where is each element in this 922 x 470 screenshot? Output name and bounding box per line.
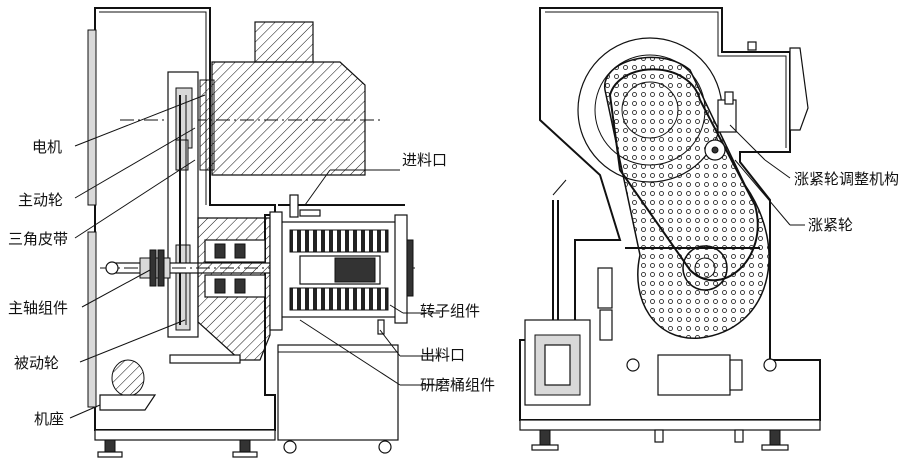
tensioner <box>704 91 737 161</box>
label-rotor-assembly: 转子组件 <box>420 302 480 320</box>
label-driven-pulley: 被动轮 <box>14 354 59 372</box>
right-front-view <box>519 7 821 451</box>
belt-guard <box>604 56 770 339</box>
grinding-drum <box>269 194 414 335</box>
label-spindle-assembly: 主轴组件 <box>8 299 68 317</box>
label-base: 机座 <box>34 410 64 428</box>
side-door-upper <box>87 29 97 206</box>
label-v-belt: 三角皮带 <box>8 230 68 248</box>
driven-pulley-right <box>682 245 728 291</box>
label-inlet: 进料口 <box>402 151 447 169</box>
label-tensioner: 涨紧轮 <box>808 216 853 234</box>
label-outlet: 出料口 <box>420 346 465 364</box>
left-section-view <box>69 7 440 458</box>
label-motor: 电机 <box>32 138 62 156</box>
motor <box>120 21 380 176</box>
diaphragm-pump <box>524 319 591 406</box>
side-door-lower <box>87 231 97 408</box>
label-grinding-drum-assembly: 研磨桶组件 <box>420 376 495 394</box>
lower-cabinet <box>277 344 399 441</box>
lower-motor <box>657 354 731 396</box>
label-drive-pulley: 主动轮 <box>18 191 63 209</box>
label-tensioner-adjuster: 涨紧轮调整机构 <box>794 170 899 188</box>
